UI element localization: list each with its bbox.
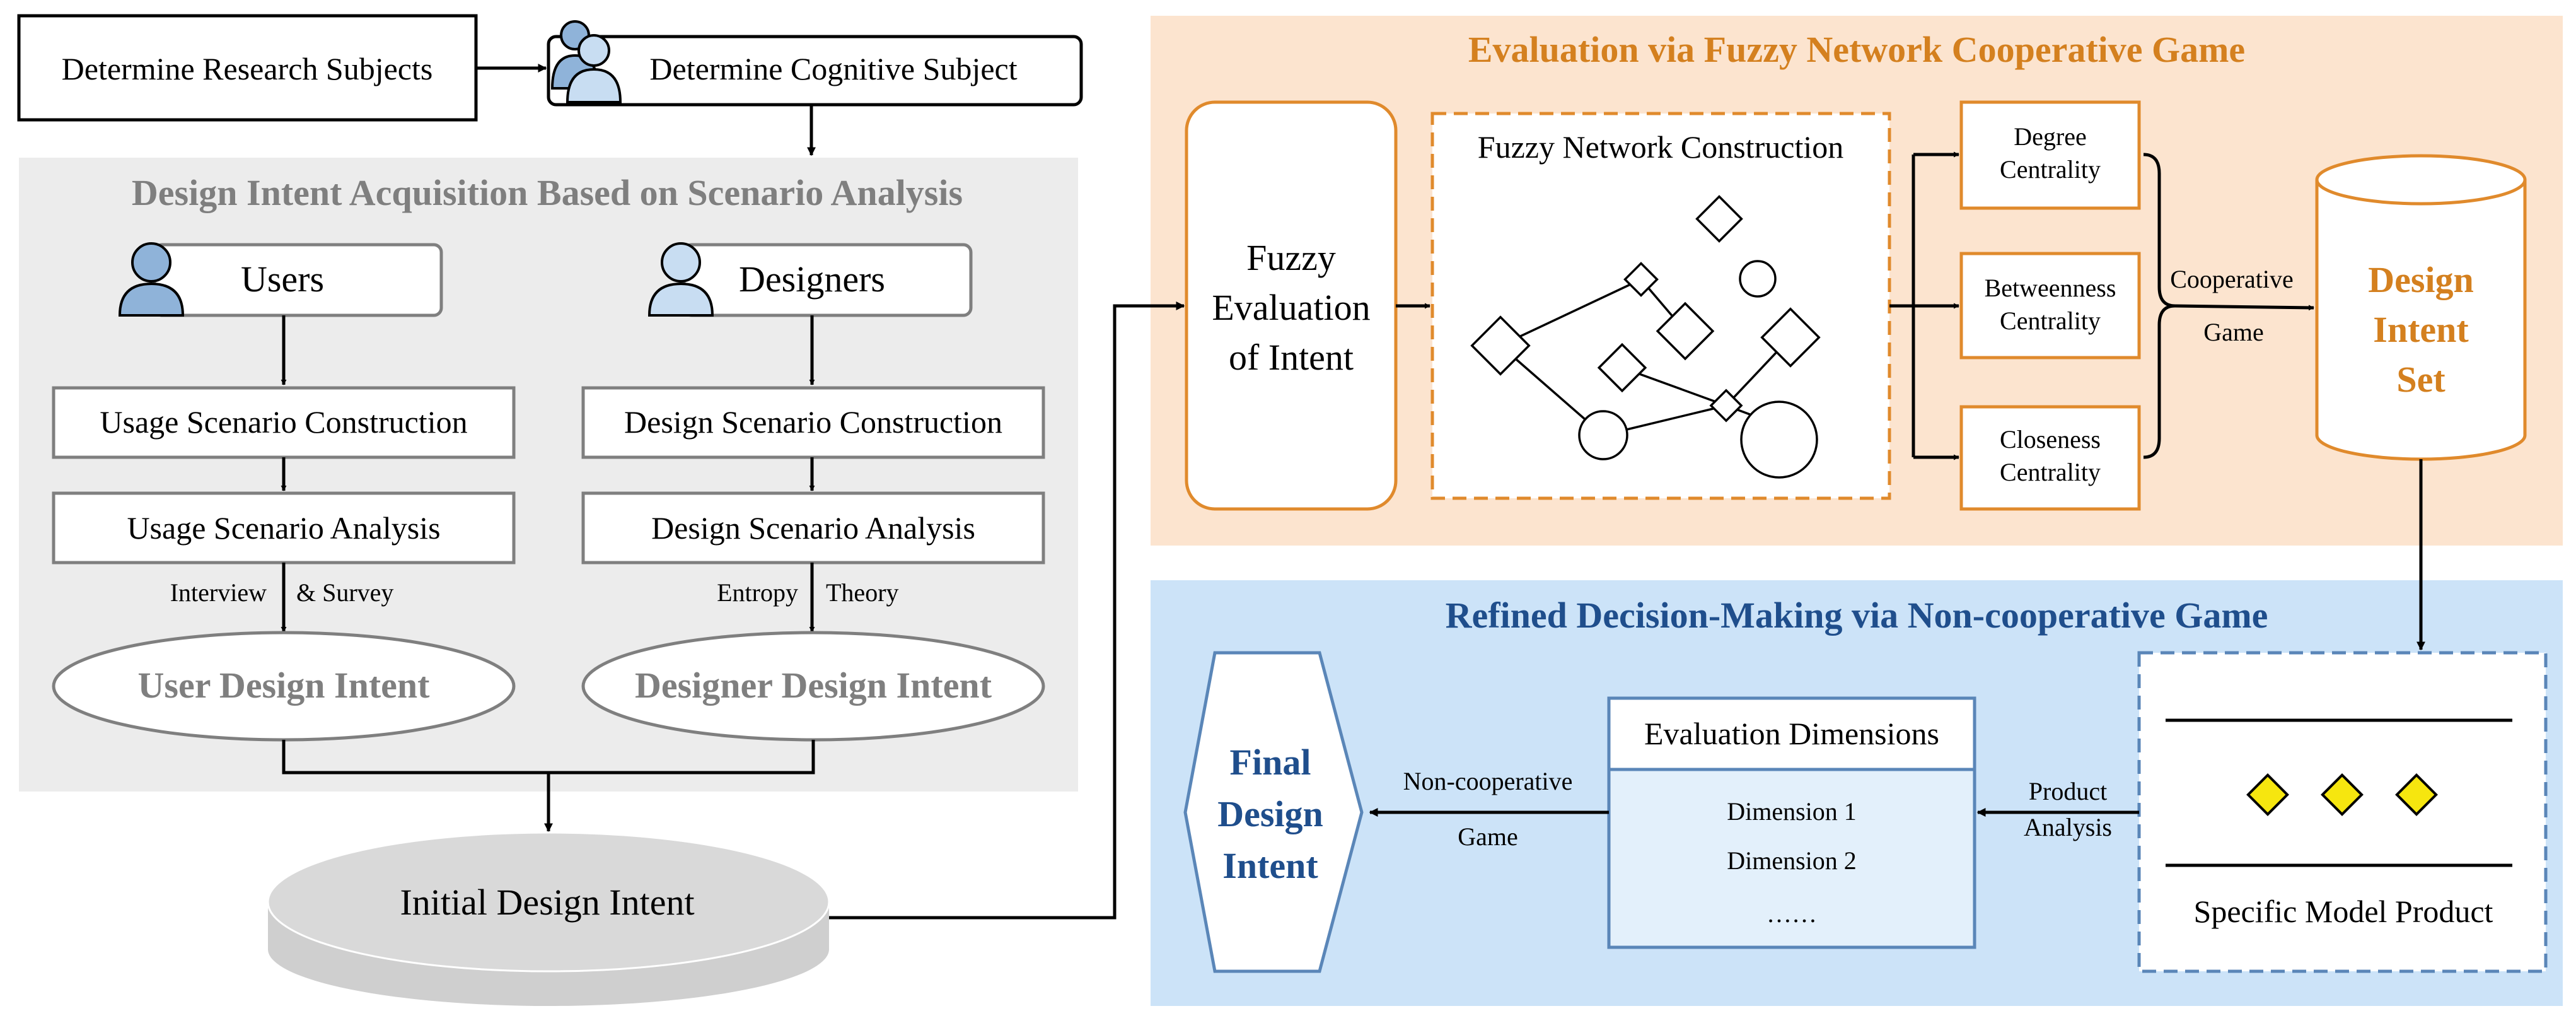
coop-line-1: Cooperative (2170, 265, 2294, 293)
designers-label: Designers (739, 259, 885, 300)
product-analysis-line-1: Product (2029, 777, 2107, 805)
entropy-label: Entropy (717, 578, 798, 607)
eval-dims-header (1607, 696, 1976, 771)
design-analysis-label: Design Scenario Analysis (651, 510, 975, 546)
user-intent-label: User Design Intent (138, 665, 431, 706)
arrow-coop-to-set (2174, 304, 2314, 311)
interview-label: Interview (170, 578, 267, 607)
design-construction-label: Design Scenario Construction (624, 404, 1002, 440)
betweenness-box (1959, 252, 2141, 360)
usage-analysis-box (52, 491, 516, 564)
users-label: Users (241, 259, 324, 300)
closeness-line-2: Centrality (2000, 458, 2101, 486)
product-analysis-line-2: Analysis (2024, 813, 2112, 841)
closeness-line-1: Closeness (2000, 425, 2101, 453)
user-icon (118, 242, 185, 317)
final-intent-hexagon (1183, 651, 1364, 973)
degree-box (1959, 100, 2141, 210)
fuzzy-eval-line-3: of Intent (1229, 337, 1354, 378)
designer-intent-label: Designer Design Intent (635, 665, 992, 706)
coop-line-2: Game (2203, 318, 2264, 346)
fuzzy-eval-line-1: Fuzzy (1246, 237, 1336, 278)
eval-dims-title: Evaluation Dimensions (1644, 716, 1939, 751)
fuzzy-network-graph (1470, 195, 1821, 479)
intent-set-line-2: Intent (2373, 309, 2469, 350)
betweenness-line-1: Betweenness (1985, 274, 2116, 302)
closeness-box (1959, 405, 2141, 511)
acquisition-title: Design Intent Acquisition Based on Scena… (132, 172, 963, 213)
final-line-1: Final (1230, 742, 1311, 783)
usage-construction-label: Usage Scenario Construction (100, 404, 467, 440)
intent-set-line-3: Set (2396, 359, 2445, 400)
refined-title: Refined Decision-Making via Non-cooperat… (1446, 595, 2268, 636)
intent-set-line-1: Design (2368, 259, 2474, 300)
noncoop-line-1: Non-cooperative (1403, 767, 1573, 795)
survey-label: & Survey (296, 578, 393, 607)
cognitive-subject-label: Determine Cognitive Subject (649, 51, 1017, 86)
fuzzy-eval-line-2: Evaluation (1212, 287, 1370, 328)
usage-analysis-label: Usage Scenario Analysis (127, 510, 440, 546)
evaluation-title: Evaluation via Fuzzy Network Cooperative… (1468, 29, 2245, 70)
model-product-label: Specific Model Product (2194, 894, 2493, 929)
designer-icon (647, 242, 714, 317)
final-line-3: Intent (1222, 845, 1318, 886)
theory-label: Theory (826, 578, 899, 607)
arrow-initial-to-fuzzy (829, 301, 1185, 920)
betweenness-line-2: Centrality (2000, 307, 2101, 335)
degree-line-2: Centrality (2000, 155, 2101, 184)
initial-intent-label: Initial Design Intent (400, 882, 694, 923)
dimension-1: Dimension 1 (1727, 797, 1857, 826)
cognitive-subject-box (547, 35, 1083, 107)
network-box (1430, 112, 1891, 500)
intent-set-cylinder (2315, 154, 2527, 461)
dimension-2: Dimension 2 (1727, 846, 1857, 875)
dimension-ellipsis: …… (1767, 899, 1817, 928)
final-line-2: Design (1217, 793, 1323, 834)
network-title: Fuzzy Network Construction (1478, 129, 1843, 165)
people-icon (550, 20, 622, 103)
product-diamond-markers (2246, 773, 2438, 816)
noncoop-line-2: Game (1458, 822, 1518, 851)
research-subjects-label: Determine Research Subjects (62, 51, 433, 86)
usage-construction-box (52, 386, 516, 459)
degree-line-1: Degree (2014, 122, 2086, 151)
initial-intent-disk (267, 831, 830, 1006)
